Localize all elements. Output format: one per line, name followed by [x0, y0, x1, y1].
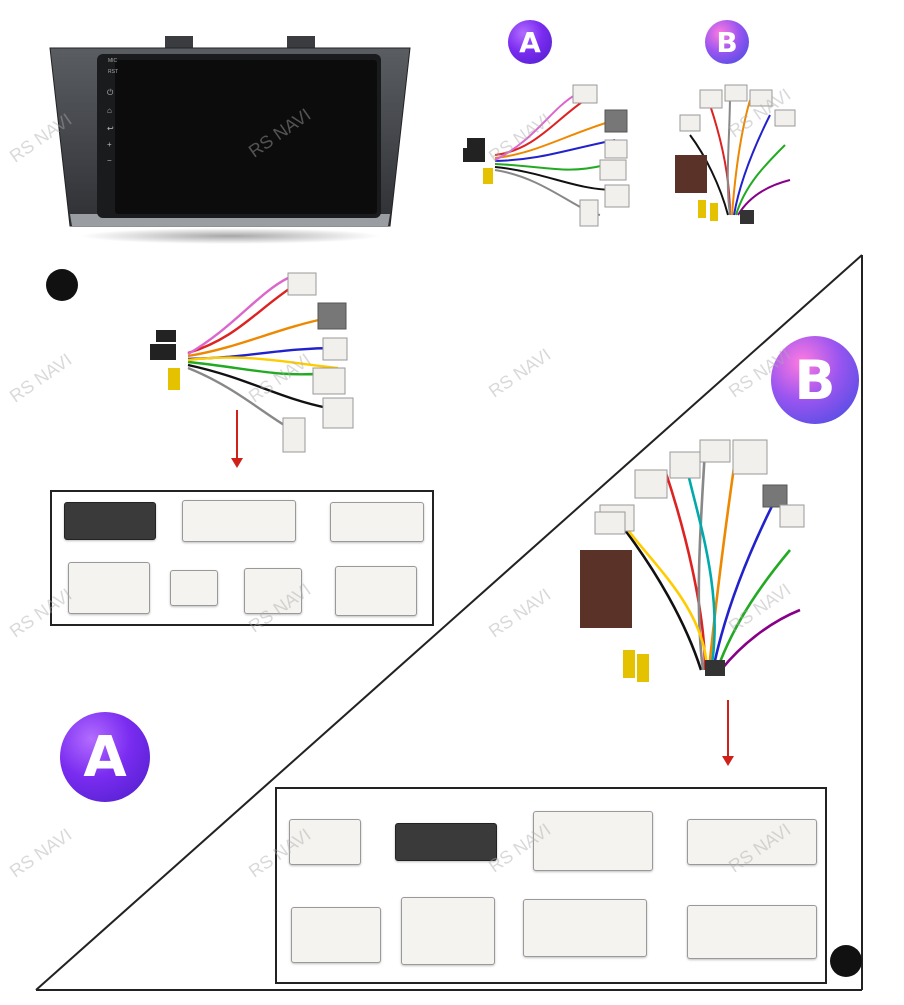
- home-icon[interactable]: ⌂: [107, 106, 112, 115]
- connector: [68, 562, 150, 614]
- connector: [170, 570, 218, 606]
- connector: [330, 502, 424, 542]
- connector: [64, 502, 156, 540]
- connector: [182, 500, 296, 542]
- badge-b-small: B: [705, 20, 749, 64]
- badge-a-large: A: [60, 712, 150, 802]
- volume-up-icon[interactable]: +: [107, 140, 112, 149]
- harness-b-small-image: [675, 84, 796, 224]
- marker-dot-left: [46, 269, 78, 301]
- harness-b-large-image: [580, 439, 805, 682]
- connector-panel-a: [50, 490, 434, 626]
- marker-dot-right: [830, 945, 862, 977]
- connector: [289, 819, 361, 865]
- mic-label: MIC: [108, 58, 118, 64]
- connector: [244, 568, 302, 614]
- connector-panel-b: [275, 787, 827, 984]
- connector: [687, 819, 817, 865]
- harness-a-small-image: [463, 84, 630, 227]
- rst-label: RST: [108, 69, 118, 75]
- badge-b-large: B: [771, 336, 859, 424]
- head-unit-image: MIC RST ⏻ ⌂ ↩ + −: [45, 36, 415, 246]
- connector: [401, 897, 495, 965]
- connector: [395, 823, 497, 861]
- badge-a-small: A: [508, 20, 552, 64]
- volume-down-icon[interactable]: −: [107, 156, 112, 165]
- harness-a-medium-image: [150, 272, 354, 453]
- connector: [291, 907, 381, 963]
- connector: [335, 566, 417, 616]
- connector: [687, 905, 817, 959]
- back-icon[interactable]: ↩: [107, 124, 114, 133]
- connector: [523, 899, 647, 957]
- power-icon[interactable]: ⏻: [107, 88, 114, 97]
- connector: [533, 811, 653, 871]
